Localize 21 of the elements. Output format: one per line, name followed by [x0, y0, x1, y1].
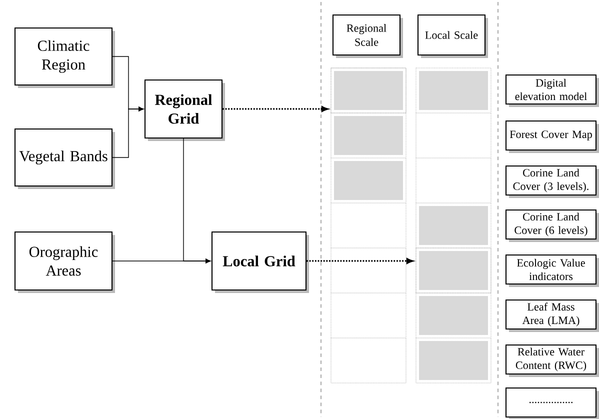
grid-box: Local Grid: [211, 231, 309, 293]
input-box: Vegetal Bands: [14, 128, 115, 189]
data-layer-box: Digital elevation model: [505, 74, 599, 107]
scale-header-box: Local Scale: [417, 14, 488, 58]
grid-cell: [330, 68, 406, 114]
arrow: [306, 258, 414, 264]
data-layer-box: Corine Land Cover (6 levels): [505, 209, 599, 242]
data-layer-box: Relative Water Content (RWC): [505, 344, 599, 377]
data-layer-box: Corine Land Cover (3 levels).: [505, 165, 599, 198]
scale-header-box: Regional Scale: [332, 14, 403, 58]
grid-cell: [416, 248, 492, 294]
data-layer-box: Leaf Mass Area (LMA): [505, 299, 599, 332]
arrow: [222, 106, 328, 112]
data-layer-box: Ecologic Value indicators: [505, 254, 599, 287]
data-layer-box: Forest Cover Map: [505, 120, 599, 153]
data-layer-box: ................: [505, 387, 599, 419]
input-box: Orographic Areas: [14, 231, 115, 293]
arrow: [112, 106, 144, 158]
grid-box: Regional Grid: [144, 79, 225, 141]
input-box: Climatic Region: [14, 27, 115, 88]
arrow: [112, 258, 211, 264]
